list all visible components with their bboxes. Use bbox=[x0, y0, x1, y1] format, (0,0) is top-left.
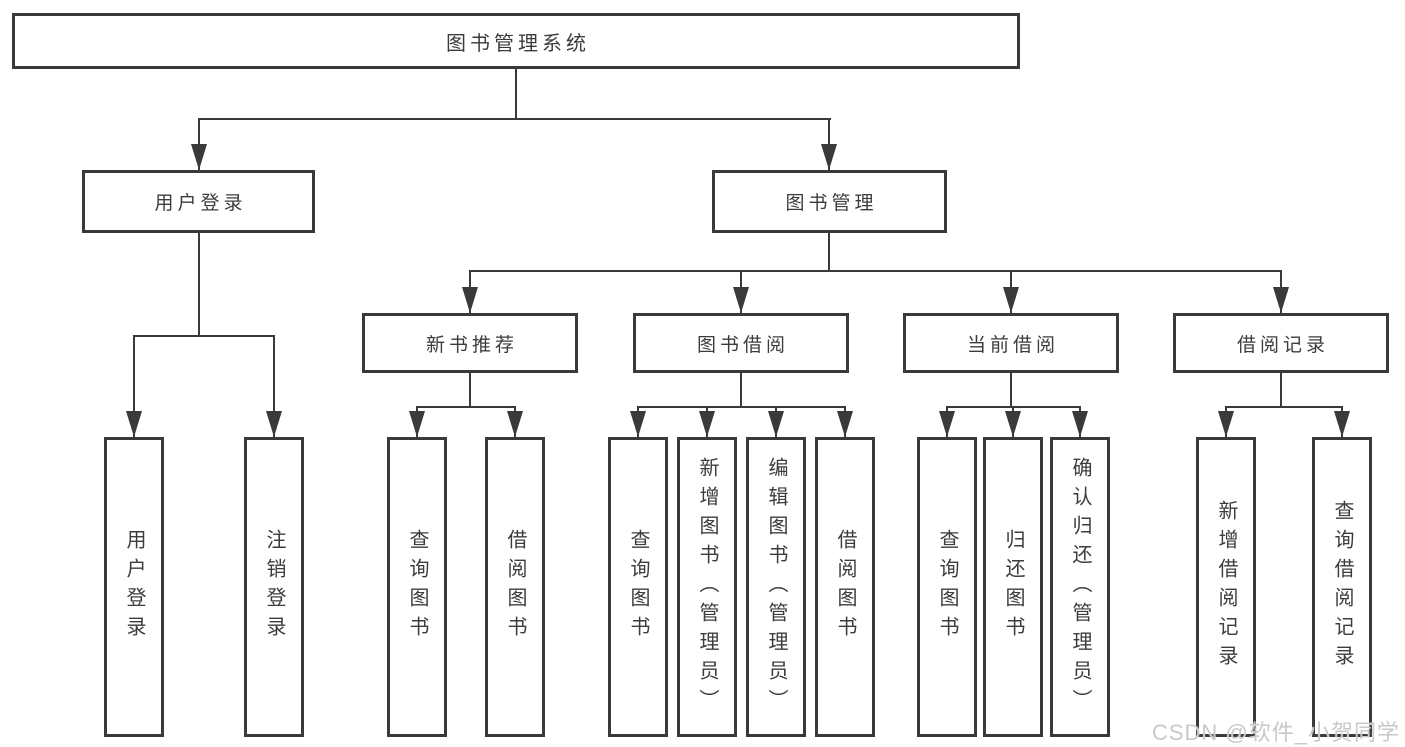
connector-book-management-stem bbox=[828, 233, 830, 270]
connector-borrow-records-rail bbox=[1225, 406, 1343, 408]
arrow-leaf-return-books bbox=[1005, 411, 1021, 437]
node-book-management-label: 图书管理 bbox=[785, 193, 878, 214]
node-new-book-recommend-label: 新书推荐 bbox=[425, 334, 518, 356]
node-user-login: 用户登录 bbox=[82, 170, 315, 233]
leaf-query-books-borrow: 查询图书 bbox=[608, 437, 668, 737]
arrow-book-management bbox=[821, 144, 837, 170]
arrow-leaf-query-borrow-record bbox=[1334, 411, 1350, 437]
connector-current-borrow-stem bbox=[1010, 373, 1012, 406]
leaf-user-login-label: 用户登录 bbox=[123, 529, 145, 645]
arrow-leaf-borrow-books-recommend bbox=[507, 411, 523, 437]
node-new-book-recommend: 新书推荐 bbox=[362, 313, 578, 373]
leaf-query-borrow-record: 查询借阅记录 bbox=[1312, 437, 1372, 737]
node-book-borrow: 图书借阅 bbox=[633, 313, 849, 373]
csdn-watermark: CSDN @软件_小贺同学 bbox=[1151, 720, 1400, 745]
connector-borrow-records-stem bbox=[1280, 373, 1282, 406]
leaf-query-books-current: 查询图书 bbox=[917, 437, 977, 737]
arrow-user-login bbox=[191, 144, 207, 170]
node-book-management: 图书管理 bbox=[712, 170, 947, 233]
connector-new-book-recommend-rail bbox=[416, 406, 516, 408]
leaf-add-borrow-record: 新增借阅记录 bbox=[1196, 437, 1256, 737]
node-user-login-label: 用户登录 bbox=[154, 193, 247, 214]
connector-user-login-stem bbox=[198, 233, 200, 335]
arrow-borrow-records bbox=[1273, 287, 1289, 313]
connector-root-stem bbox=[515, 68, 517, 118]
leaf-user-login: 用户登录 bbox=[104, 437, 164, 737]
arrow-leaf-add-book-admin bbox=[699, 411, 715, 437]
leaf-add-book-admin-label: 新增图书（管理员） bbox=[696, 456, 718, 718]
connector-level2-rail bbox=[198, 118, 831, 120]
arrow-leaf-logout bbox=[266, 411, 282, 437]
leaf-logout-label: 注销登录 bbox=[263, 529, 285, 645]
connector-level3-rail bbox=[469, 270, 1282, 272]
connector-user-login-rail bbox=[133, 335, 275, 337]
connector-leaf-user-login-drop bbox=[133, 335, 135, 437]
leaf-edit-book-admin-label: 编辑图书（管理员） bbox=[765, 456, 787, 718]
node-current-borrow: 当前借阅 bbox=[903, 313, 1119, 373]
arrow-leaf-query-books-recommend bbox=[409, 411, 425, 437]
arrow-current-borrow bbox=[1003, 287, 1019, 313]
leaf-query-books-borrow-label: 查询图书 bbox=[627, 529, 649, 645]
leaf-logout: 注销登录 bbox=[244, 437, 304, 737]
arrow-leaf-user-login bbox=[126, 411, 142, 437]
arrow-leaf-query-books-borrow bbox=[630, 411, 646, 437]
connector-book-borrow-stem bbox=[740, 373, 742, 406]
leaf-add-borrow-record-label: 新增借阅记录 bbox=[1215, 500, 1237, 674]
leaf-borrow-books-borrow: 借阅图书 bbox=[815, 437, 875, 737]
arrow-book-borrow bbox=[733, 287, 749, 313]
leaf-query-books-recommend: 查询图书 bbox=[387, 437, 447, 737]
node-current-borrow-label: 当前借阅 bbox=[966, 334, 1059, 356]
leaf-return-books-label: 归还图书 bbox=[1002, 529, 1024, 645]
connector-leaf-logout-drop bbox=[273, 335, 275, 437]
arrow-new-book-recommend bbox=[462, 287, 478, 313]
leaf-add-book-admin: 新增图书（管理员） bbox=[677, 437, 737, 737]
node-root: 图书管理系统 bbox=[12, 13, 1020, 69]
leaf-return-books: 归还图书 bbox=[983, 437, 1043, 737]
leaf-query-books-current-label: 查询图书 bbox=[936, 529, 958, 645]
node-borrow-records-label: 借阅记录 bbox=[1236, 334, 1329, 356]
leaf-query-borrow-record-label: 查询借阅记录 bbox=[1331, 500, 1353, 674]
arrow-leaf-borrow-books-borrow bbox=[837, 411, 853, 437]
leaf-borrow-books-borrow-label: 借阅图书 bbox=[834, 529, 856, 645]
arrow-leaf-edit-book-admin bbox=[768, 411, 784, 437]
leaf-borrow-books-recommend-label: 借阅图书 bbox=[504, 529, 526, 645]
leaf-confirm-return-admin: 确认归还（管理员） bbox=[1050, 437, 1110, 737]
arrow-leaf-add-borrow-record bbox=[1218, 411, 1234, 437]
leaf-confirm-return-admin-label: 确认归还（管理员） bbox=[1069, 456, 1091, 718]
arrow-leaf-query-books-current bbox=[939, 411, 955, 437]
connector-book-borrow-rail bbox=[637, 406, 846, 408]
node-book-borrow-label: 图书借阅 bbox=[696, 334, 789, 356]
leaf-edit-book-admin: 编辑图书（管理员） bbox=[746, 437, 806, 737]
node-root-label: 图书管理系统 bbox=[446, 32, 590, 55]
connector-new-book-recommend-stem bbox=[469, 373, 471, 406]
leaf-borrow-books-recommend: 借阅图书 bbox=[485, 437, 545, 737]
leaf-query-books-recommend-label: 查询图书 bbox=[406, 529, 428, 645]
node-borrow-records: 借阅记录 bbox=[1173, 313, 1389, 373]
arrow-leaf-confirm-return-admin bbox=[1072, 411, 1088, 437]
